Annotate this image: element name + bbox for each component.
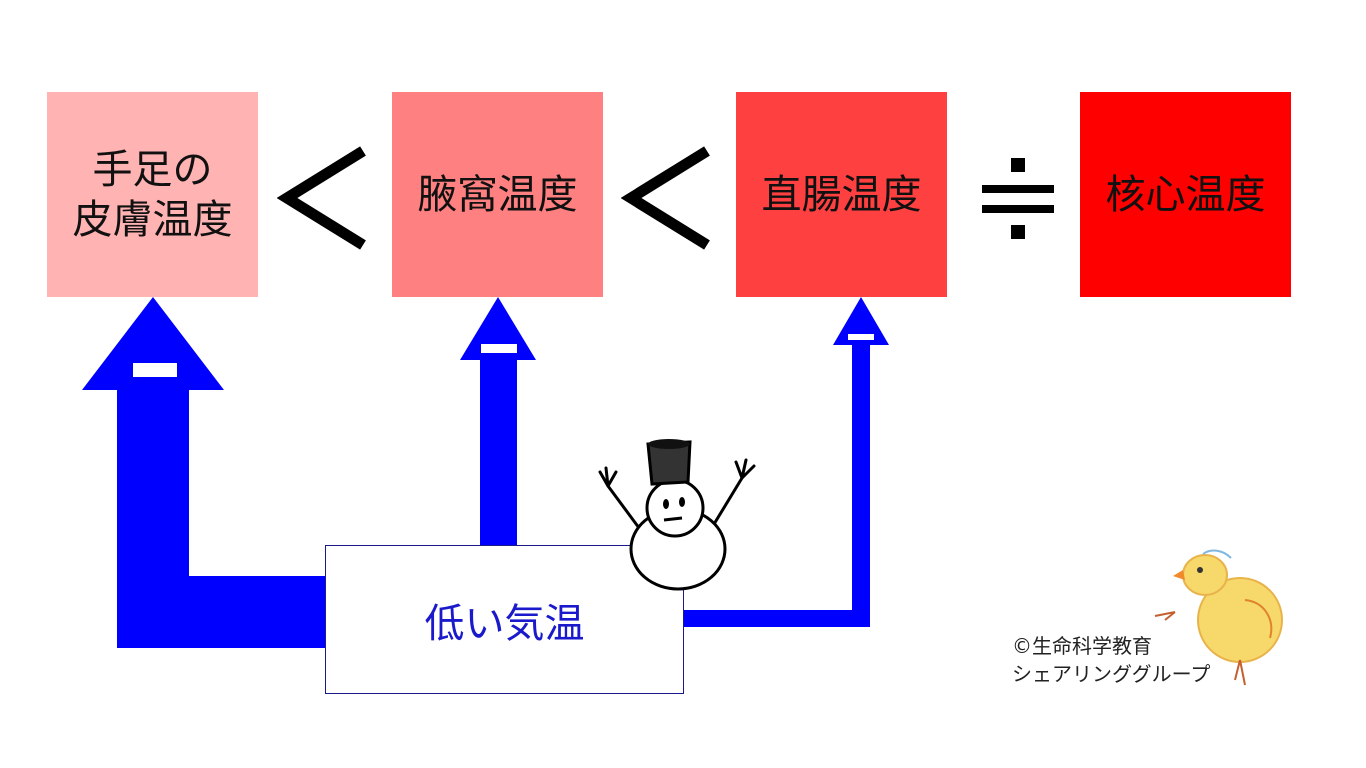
approx-equal-icon [981,158,1054,239]
rectal-temperature-label: 直腸温度 [761,171,922,218]
minus-sign-skin [133,363,177,377]
axillary-temperature-label: 腋窩温度 [417,171,578,218]
less-than-sign-1 [268,138,378,258]
approximately-equal-sign [965,138,1070,258]
low-temperature-box: 低い気温 [325,545,684,694]
credit-line-2: シェアリンググループ [1012,662,1211,686]
rectal-temperature-box: 直腸温度 [736,92,947,297]
credit-line-1: ©生命科学教育 [1012,634,1152,658]
arrow-to-skin [82,297,340,648]
arrow-to-rectal [680,297,889,627]
less-than-icon [621,146,710,250]
low-temperature-label: 低い気温 [424,600,585,647]
less-than-icon [277,146,366,250]
minus-sign-axilla [481,344,517,353]
arrow-to-axilla [460,297,536,560]
less-than-sign-2 [612,138,722,258]
axillary-temperature-box: 腋窩温度 [392,92,603,297]
chick-icon [1154,549,1283,686]
snowman-icon [598,439,756,591]
core-temperature-box: 核心温度 [1080,92,1291,297]
core-temperature-label: 核心温度 [1105,171,1266,218]
minus-sign-rectal [848,334,874,340]
copyright-credit: ©生命科学教育 シェアリンググループ [1012,632,1210,688]
skin-temperature-label: 手足の 皮膚温度 [72,146,233,243]
skin-temperature-box: 手足の 皮膚温度 [47,92,258,297]
